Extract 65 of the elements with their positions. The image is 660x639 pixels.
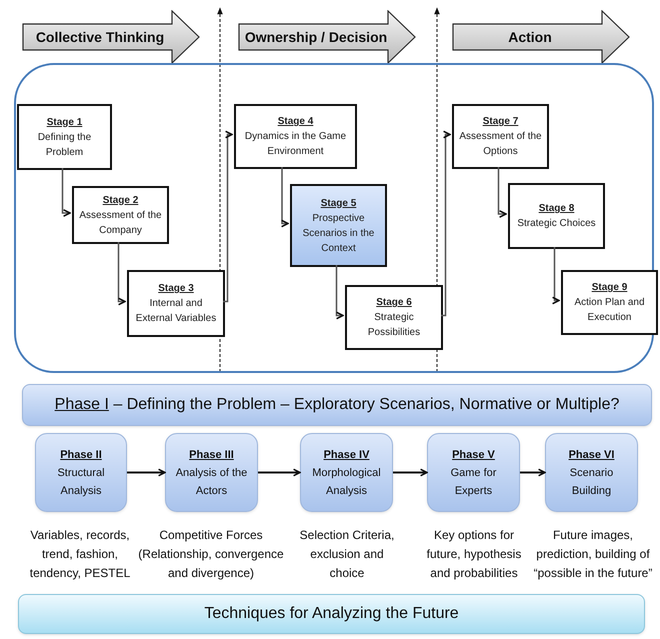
phase-box: [300, 433, 393, 512]
connector-arrow: [552, 247, 560, 304]
connector-arrow: [258, 468, 301, 476]
connector-arrow: [498, 167, 507, 218]
connector-arrow: [127, 468, 166, 476]
connector-arrow: [393, 468, 428, 476]
stage-description: Prospective Scenarios in the Context: [302, 212, 376, 256]
stage-heading: Stage 6: [376, 296, 412, 310]
phase-description: Structural Analysis: [56, 466, 106, 498]
stage-box: [234, 104, 357, 169]
stage-heading: Stage 7: [482, 115, 518, 129]
phase-heading: Phase V: [452, 448, 495, 462]
phase-box: [35, 433, 127, 512]
techniques-banner: [18, 594, 645, 634]
technique-note: Selection Criteria, exclusion and choice: [298, 527, 396, 582]
stage-box: [127, 270, 225, 337]
banner-label: Action: [508, 28, 552, 46]
stage-box: [508, 183, 605, 249]
stage-heading: Stage 9: [592, 281, 628, 295]
stage-description: Assessment of the Company: [78, 208, 163, 238]
phase-box: [427, 433, 520, 512]
phase-heading: Phase I – Defining the Problem – Exploratory Scenarios, Normative or Multiple?: [54, 395, 620, 415]
stage-box: [345, 285, 443, 350]
connector-arrow: [336, 265, 344, 320]
phase-heading: Phase IV: [324, 448, 370, 462]
stage-description: Strategic Possibilities: [366, 311, 422, 340]
phase-description: Game for Experts: [450, 466, 498, 498]
connector-arrow: [62, 168, 71, 217]
stage-box: [72, 186, 169, 244]
stage-heading: Stage 1: [46, 116, 82, 130]
highlighted-stage-box: [290, 184, 387, 267]
stage-description: Dynamics in the Game Environment: [244, 130, 348, 159]
phase-heading: Phase VI: [568, 448, 614, 462]
connector-arrow: [280, 167, 289, 228]
phase-description: Morphological Analysis: [311, 466, 382, 498]
stage-box: [452, 104, 549, 169]
stage-box: [561, 270, 658, 335]
connector-arrow: [441, 130, 451, 316]
phase-heading: Phase III: [189, 448, 234, 462]
phase-heading: Phase II: [60, 448, 102, 462]
banner-label: Techniques for Analyzing the Future: [204, 604, 459, 624]
stage-heading: Stage 3: [158, 282, 194, 296]
stage-description: Action Plan and Execution: [573, 296, 646, 325]
phase-description: Analysis of the Actors: [174, 466, 248, 498]
phase-banner: [22, 384, 652, 426]
phase-box: [545, 433, 638, 512]
phase-box: [165, 433, 258, 512]
technique-note: Competitive Forces (Relationship, convergence and divergence): [137, 527, 285, 582]
stage-heading: Stage 4: [278, 115, 314, 129]
stage-description: Defining the Problem: [36, 130, 92, 160]
phase-description: Scenario Building: [568, 466, 614, 498]
banner-label: Collective Thinking: [36, 28, 164, 47]
connector-arrow: [118, 242, 126, 306]
stage-box: [17, 104, 112, 170]
banner-label: Ownership / Decision: [244, 28, 388, 47]
connector-arrow: [520, 468, 546, 476]
stage-heading: Stage 2: [102, 194, 138, 208]
stage-description: Assessment of the Options: [458, 130, 543, 159]
stage-heading: Stage 5: [320, 196, 356, 210]
stage-heading: Stage 8: [538, 202, 574, 216]
technique-note: Key options for future, hypothesis and probabilities: [426, 527, 522, 582]
technique-note: Future images, prediction, building of “possible in the future”: [532, 527, 654, 582]
stage-description: Strategic Choices: [517, 217, 596, 231]
stage-description: Internal and External Variables: [134, 297, 218, 326]
connector-arrow: [223, 130, 233, 302]
